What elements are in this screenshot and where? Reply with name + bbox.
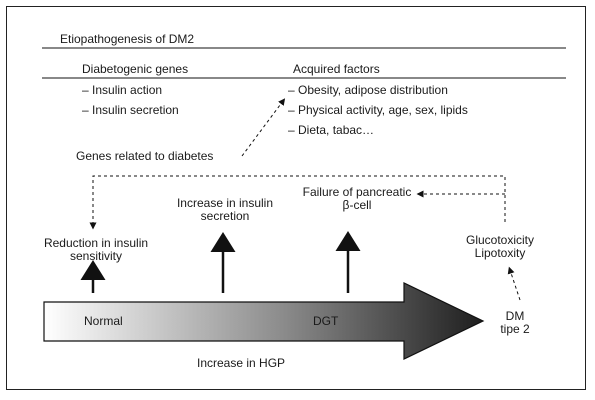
label-hgp: Increase in HGP xyxy=(197,356,286,370)
genes-related-label: Genes related to diabetes xyxy=(76,149,214,163)
genes-column-header: Diabetogenic genes xyxy=(82,62,189,76)
stage-gluco-line2: Lipotoxity xyxy=(474,246,526,260)
feedback-loop-dashed xyxy=(89,175,506,230)
label-normal: Normal xyxy=(84,314,123,328)
acquired-column-header: Acquired factors xyxy=(293,62,380,76)
stage-secretion-line2: secretion xyxy=(200,209,250,223)
acquired-item: – Obesity, adipose distribution xyxy=(288,83,448,97)
stage-failure-line2: β-cell xyxy=(342,198,372,212)
diagram-title: Etiopathogenesis of DM2 xyxy=(60,32,195,46)
stage-gluco-line1: Glucotoxicity xyxy=(465,233,535,247)
label-dm-line2: tipe 2 xyxy=(500,322,530,336)
stage-failure-line1: Failure of pancreatic xyxy=(302,185,412,199)
gene-item: – Insulin action xyxy=(82,83,163,97)
dm-to-gluco-arrow xyxy=(507,266,521,301)
diagram-frame xyxy=(6,6,586,390)
acquired-item: – Physical activity, age, sex, lipids xyxy=(288,103,468,117)
gene-item: – Insulin secretion xyxy=(82,103,179,117)
acquired-item: – Dieta, tabac… xyxy=(288,123,375,137)
stage-reduction-line1: Reduction in insulin xyxy=(43,236,149,250)
label-dgt: DGT xyxy=(313,314,339,328)
label-dm-line1: DM xyxy=(505,309,525,323)
stage-secretion-line1: Increase in insulin xyxy=(176,196,274,210)
genes-to-acquired-arrow xyxy=(241,98,286,157)
progression-arrow xyxy=(43,282,485,360)
stage-reduction-line2: sensitivity xyxy=(69,249,122,263)
